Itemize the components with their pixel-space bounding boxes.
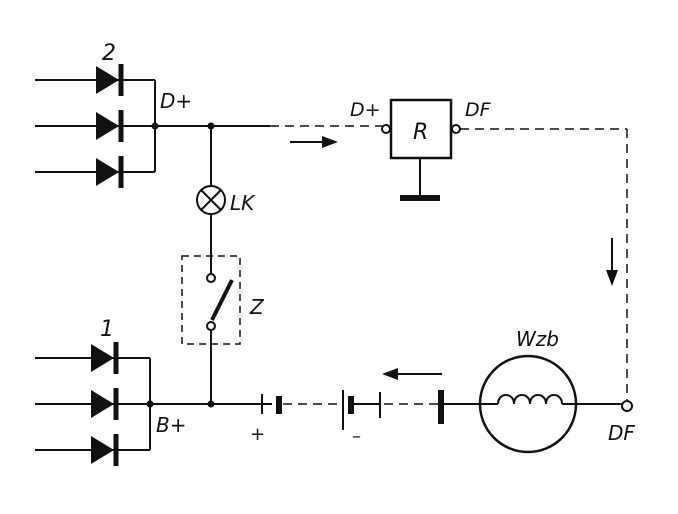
battery-minus-label: – xyxy=(352,426,361,447)
field-winding xyxy=(478,354,578,454)
arrow-icon xyxy=(382,368,442,380)
diode-bottom-3 xyxy=(85,434,125,466)
coil-icon xyxy=(497,394,563,405)
b-plus-label: B+ xyxy=(156,413,186,437)
switch-label: Z xyxy=(249,295,265,319)
diode-group-top-label: 2 xyxy=(102,41,116,66)
lamp-label: LK xyxy=(230,191,256,215)
arrow-icon xyxy=(606,238,618,286)
regulator-box xyxy=(381,98,461,201)
battery xyxy=(261,390,444,430)
regulator-df-label: DF xyxy=(465,99,492,121)
arrow-icon xyxy=(290,136,338,148)
diode-top-3 xyxy=(90,156,130,188)
diode-bottom-2 xyxy=(85,388,125,420)
d-plus-top-label: D+ xyxy=(160,89,192,113)
df-bottom-label: DF xyxy=(608,421,635,445)
df-terminal xyxy=(621,400,633,412)
lamp-cross-icon xyxy=(196,185,226,215)
diode-bottom-1 xyxy=(85,342,125,374)
regulator-label: R xyxy=(413,120,428,145)
diode-top-2 xyxy=(90,110,130,142)
diode-group-bottom xyxy=(35,342,154,466)
diode-top-1 xyxy=(90,64,130,96)
diode-group-bottom-label: 1 xyxy=(100,317,114,342)
regulator-d-plus-label: D+ xyxy=(350,99,381,121)
battery-plus-label: + xyxy=(250,424,265,445)
field-winding-label: Wzb xyxy=(516,327,559,351)
diode-group-top xyxy=(35,64,159,188)
